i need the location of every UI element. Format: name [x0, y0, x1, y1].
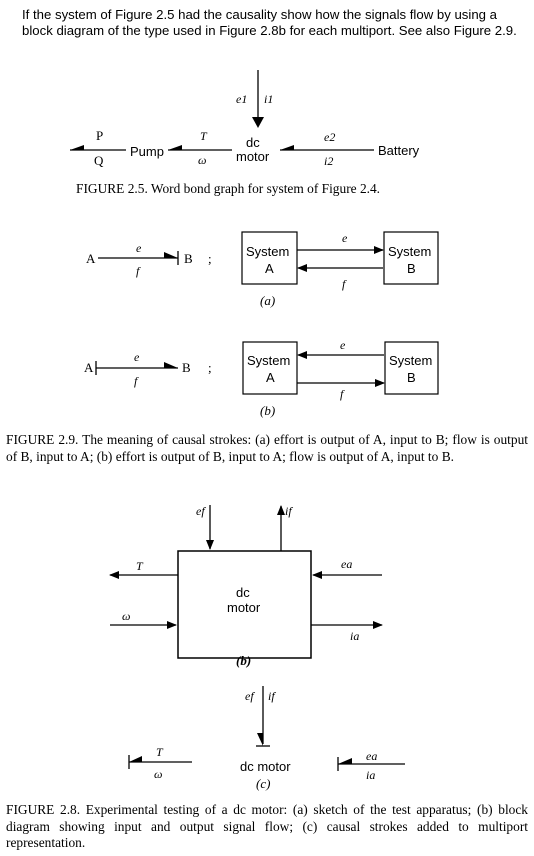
- label-if: if: [285, 504, 293, 518]
- system-a-box: [242, 341, 298, 395]
- label-ia: ia: [350, 629, 359, 643]
- figure-2-8-b: dc motor ef if T ω ea ia (b): [109, 504, 383, 668]
- label-ea: ea: [341, 557, 352, 571]
- motor-label: motor: [236, 149, 270, 164]
- half-arrow-icon: [164, 252, 178, 258]
- label-if: if: [268, 689, 276, 703]
- system-b-letter: B: [407, 370, 416, 385]
- panel-b-label: (b): [236, 653, 251, 668]
- system-b-label: System: [388, 244, 431, 259]
- dc-label: dc: [236, 585, 250, 600]
- system-a-letter: A: [265, 261, 274, 276]
- dc-motor-box: [177, 550, 312, 659]
- motor-label: motor: [227, 600, 261, 615]
- semicolon: ;: [208, 251, 212, 266]
- label-b: B: [182, 360, 191, 375]
- figure-2-8-c: ef if T ω dc motor ea ia (c): [128, 686, 405, 791]
- label-omega: ω: [154, 767, 162, 781]
- label-ef: ef: [245, 689, 255, 703]
- half-arrow-icon: [338, 758, 352, 764]
- system-b-box: [383, 231, 439, 285]
- label-e: e: [340, 338, 346, 352]
- label-ea: ea: [366, 749, 377, 763]
- label-tau: T: [200, 129, 208, 143]
- label-f: f: [134, 374, 139, 388]
- label-omega: ω: [198, 153, 206, 167]
- label-e: e: [342, 231, 348, 245]
- dc-motor-label: dc motor: [240, 759, 291, 774]
- dc-label: dc: [246, 135, 260, 150]
- figure-2-8-caption: FIGURE 2.8. Experimental testing of a dc…: [6, 802, 528, 852]
- label-f: f: [136, 264, 141, 278]
- semicolon: ;: [208, 360, 212, 375]
- label-tau: T: [156, 745, 164, 759]
- label-a: A: [84, 360, 94, 375]
- half-arrow-icon: [164, 362, 178, 368]
- half-arrow-icon: [168, 145, 182, 150]
- problem-text: If the system of Figure 2.5 had the caus…: [22, 7, 517, 38]
- caption-label: FIGURE 2.9.: [6, 432, 79, 447]
- bond-arrow-down-icon: [252, 117, 264, 128]
- half-arrow-icon: [70, 145, 84, 150]
- panel-c-label: (c): [256, 776, 270, 791]
- label-i2: i2: [324, 154, 333, 168]
- label-q: Q: [94, 153, 104, 168]
- system-a-label: System: [247, 353, 290, 368]
- label-ef: ef: [196, 504, 206, 518]
- label-a: A: [86, 251, 96, 266]
- panel-b-label: (b): [260, 403, 275, 418]
- figure-2-5: e1 i1 P Q Pump T ω dc motor e2 i2 Batter…: [70, 70, 420, 168]
- label-p: P: [96, 128, 103, 143]
- label-f: f: [342, 277, 347, 291]
- caption-text: Word bond graph for system of Figure 2.4…: [147, 181, 381, 196]
- label-e2: e2: [324, 130, 335, 144]
- half-arrow-icon: [129, 756, 142, 762]
- label-b: B: [184, 251, 193, 266]
- system-b-letter: B: [407, 261, 416, 276]
- system-b-box: [384, 341, 439, 395]
- label-tau: T: [136, 559, 144, 573]
- label-f: f: [340, 387, 345, 401]
- panel-a-label: (a): [260, 293, 275, 308]
- label-e: e: [136, 241, 142, 255]
- label-e1: e1: [236, 92, 247, 106]
- system-a-letter: A: [266, 370, 275, 385]
- caption-label: FIGURE 2.8.: [6, 802, 81, 817]
- battery-label: Battery: [378, 143, 420, 158]
- caption-text: The meaning of causal strokes: (a) effor…: [6, 432, 528, 464]
- caption-text: Experimental testing of a dc motor: (a) …: [6, 802, 528, 850]
- half-arrow-icon: [257, 733, 263, 746]
- system-a-box: [241, 231, 298, 285]
- caption-label: FIGURE 2.5.: [76, 181, 148, 196]
- label-omega: ω: [122, 609, 130, 623]
- label-e: e: [134, 350, 140, 364]
- figure-2-9-caption: FIGURE 2.9. The meaning of causal stroke…: [6, 432, 528, 465]
- label-i1: i1: [264, 92, 273, 106]
- figure-2-9: A e f B ; System A System B e f (a) A e …: [84, 231, 439, 418]
- figure-2-5-caption: FIGURE 2.5. Word bond graph for system o…: [76, 181, 380, 197]
- half-arrow-icon: [280, 145, 294, 150]
- system-b-label: System: [389, 353, 432, 368]
- pump-label: Pump: [130, 144, 164, 159]
- label-ia: ia: [366, 768, 375, 782]
- system-a-label: System: [246, 244, 289, 259]
